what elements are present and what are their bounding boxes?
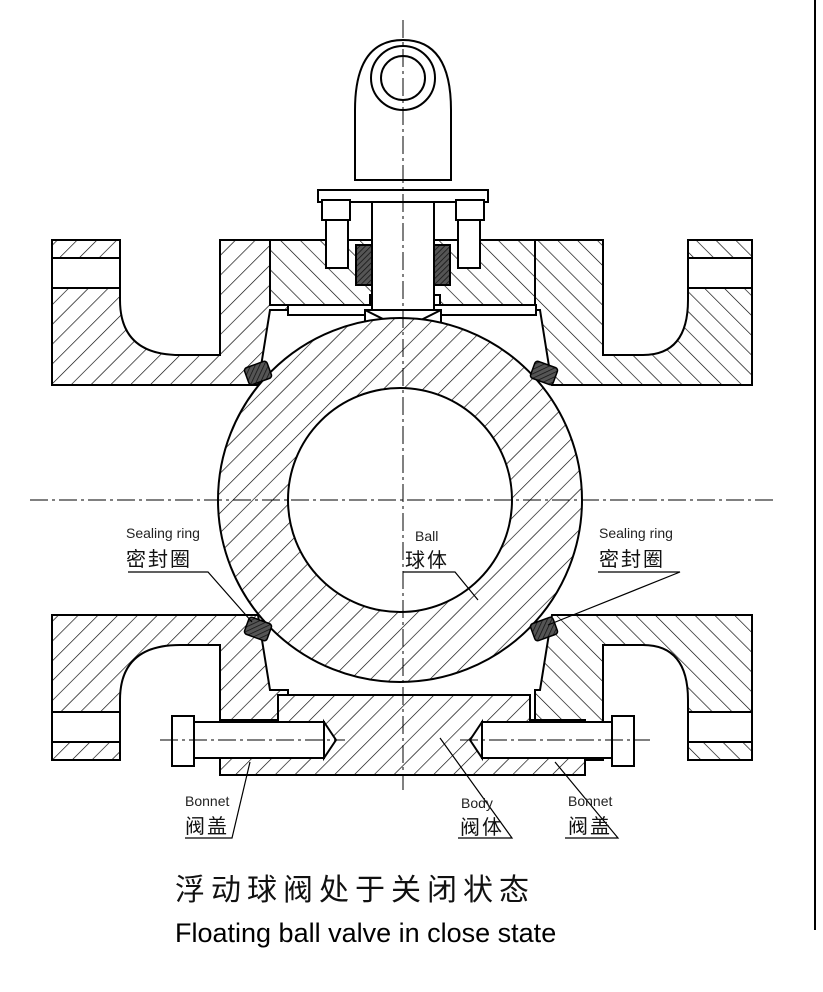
bonnet-right-label-zh: 阀盖 <box>568 814 612 838</box>
bonnet-right-label-en: Bonnet <box>568 793 612 809</box>
sealing-ring-right-label-en: Sealing ring <box>599 525 673 541</box>
flow-bore-lines <box>52 384 752 616</box>
ball-label-zh: 球体 <box>405 548 449 572</box>
bonnet-left-label-en: Bonnet <box>185 793 229 809</box>
bonnet-left-label-zh: 阀盖 <box>185 814 229 838</box>
sealing-rings <box>243 360 559 642</box>
ball-label-en: Ball <box>415 528 438 544</box>
sealing-ring-left-label-zh: 密封圈 <box>126 547 192 571</box>
caption-chinese: 浮动球阀处于关闭状态 <box>175 873 535 908</box>
caption-english: Floating ball valve in close state <box>175 918 556 948</box>
centerlines <box>30 20 775 790</box>
sealing-ring-right-label-zh: 密封圈 <box>599 547 665 571</box>
leader-lines <box>128 571 681 839</box>
body-label-zh: 阀体 <box>460 815 504 839</box>
sealing-ring-left-label-en: Sealing ring <box>126 525 200 541</box>
body-label-en: Body <box>461 795 493 811</box>
